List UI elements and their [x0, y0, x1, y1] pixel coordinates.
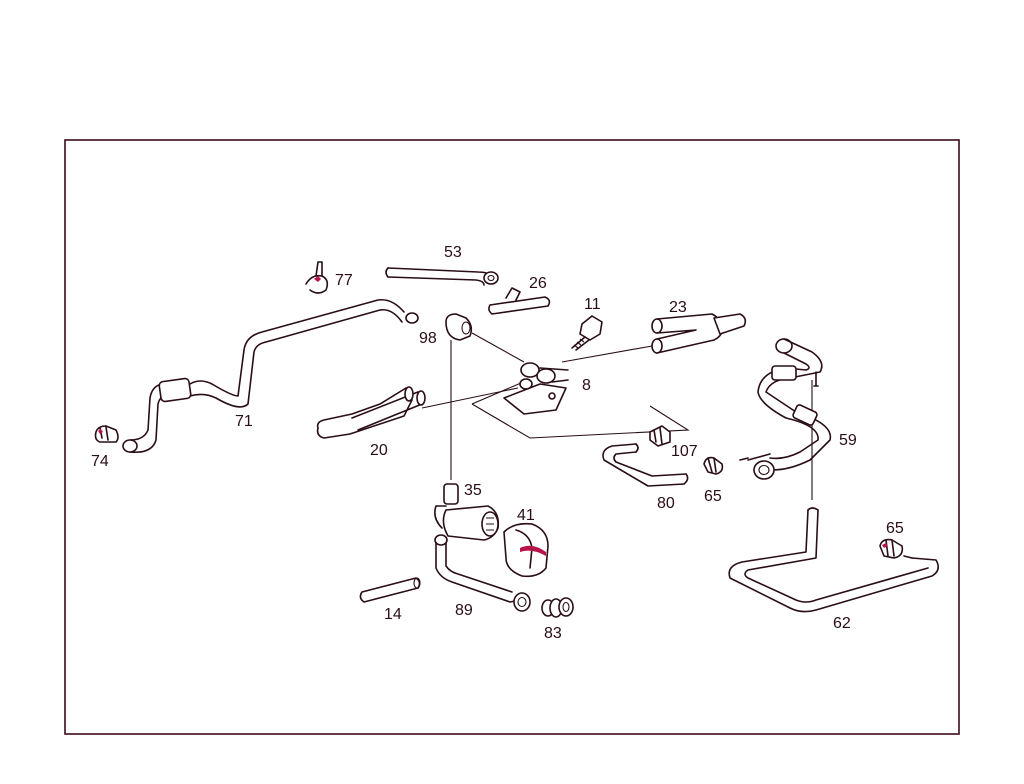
part-74-clamp[interactable] — [94, 425, 119, 443]
callout-53: 53 — [444, 244, 462, 261]
part-77-clamp[interactable] — [305, 261, 329, 294]
diagram-frame — [64, 139, 960, 735]
part-107-clamp[interactable] — [649, 425, 671, 447]
callout-71: 71 — [235, 413, 253, 430]
callout-8: 8 — [582, 377, 591, 394]
part-26-hose[interactable] — [488, 287, 551, 315]
part-62-tube[interactable] — [728, 507, 940, 613]
callout-107: 107 — [671, 443, 698, 460]
callout-23: 23 — [669, 299, 687, 316]
callout-14: 14 — [384, 606, 402, 623]
callout-35: 35 — [464, 482, 482, 499]
part-8-valve[interactable] — [471, 362, 690, 439]
part-89-hose[interactable] — [434, 534, 531, 612]
callout-77: 77 — [335, 272, 353, 289]
part-11-bolt[interactable] — [571, 315, 603, 351]
part-41-mount[interactable] — [503, 522, 549, 578]
part-65-clamp-left[interactable] — [703, 456, 724, 475]
callout-20: 20 — [370, 442, 388, 459]
callout-11: 11 — [584, 296, 601, 313]
part-59-hose[interactable] — [739, 338, 832, 480]
part-80-hose[interactable] — [602, 443, 689, 487]
callout-83: 83 — [544, 625, 562, 642]
part-14-hose[interactable] — [359, 577, 421, 603]
callout-74: 74 — [91, 453, 109, 470]
callout-65-right: 65 — [886, 520, 904, 537]
leader-98-8 — [471, 332, 525, 363]
part-83-grommet[interactable] — [541, 597, 574, 618]
callout-62: 62 — [833, 615, 851, 632]
callout-26: 26 — [529, 275, 547, 292]
part-35-pump[interactable] — [434, 483, 500, 541]
part-53-hose[interactable] — [385, 267, 499, 286]
leader-23-8 — [561, 345, 653, 363]
part-98-elbow[interactable] — [445, 313, 473, 341]
part-71-tube[interactable] — [122, 298, 419, 454]
callout-59: 59 — [839, 432, 857, 449]
callout-89: 89 — [455, 602, 473, 619]
part-23-connector[interactable] — [651, 313, 747, 354]
callout-80: 80 — [657, 495, 675, 512]
callout-labels: 53 26 77 11 23 98 8 71 74 20 107 59 80 6… — [91, 244, 904, 642]
part-65-clamp-right[interactable] — [879, 538, 904, 559]
part-20-yhose[interactable] — [316, 386, 426, 439]
callout-98: 98 — [419, 330, 437, 347]
callout-41: 41 — [517, 507, 535, 524]
callout-65-left: 65 — [704, 488, 722, 505]
